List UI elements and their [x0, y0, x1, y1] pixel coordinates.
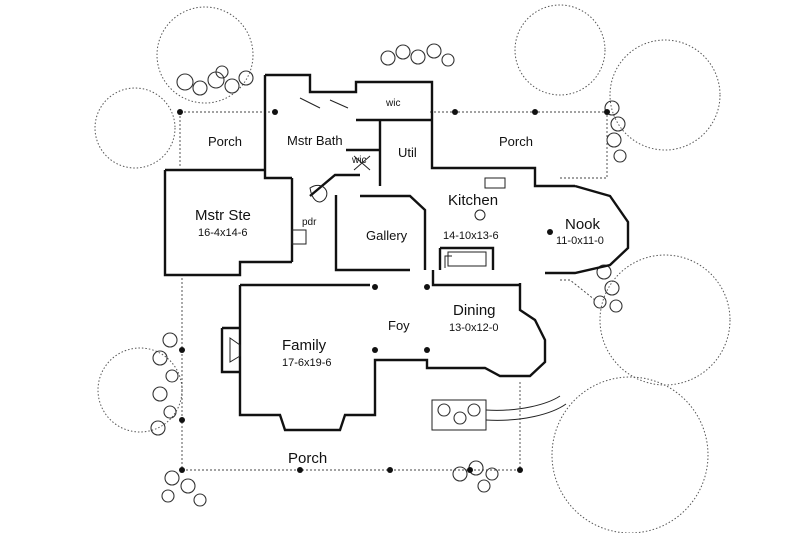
room-labels: Porch Mstr Bath wic wic Util Porch Mstr …	[195, 98, 604, 467]
label-wic-top: wic	[385, 98, 400, 109]
tree-bottom-left	[97, 347, 183, 433]
tree-top-left	[156, 6, 254, 104]
tree-top-right-b	[609, 39, 721, 151]
toilet-fixture	[291, 229, 307, 245]
bath-vanity-lines	[299, 97, 349, 109]
label-porch-right: Porch	[499, 134, 533, 149]
landscape-trees	[94, 4, 731, 533]
shrub-cluster-bottom-right	[452, 460, 499, 493]
label-mstr-bath: Mstr Bath	[287, 133, 343, 148]
label-gallery: Gallery	[366, 228, 408, 243]
label-kitchen: Kitchen	[448, 192, 498, 209]
shrub-cluster-left	[150, 332, 179, 436]
landscape-shrubs	[150, 43, 627, 507]
tub-fixture	[309, 184, 328, 203]
range-fixture	[484, 177, 506, 189]
tree-top-right-a	[514, 4, 606, 96]
label-util: Util	[398, 145, 417, 160]
tree-bottom-right	[551, 376, 709, 533]
label-kitchen-dim: 14-10x13-6	[443, 230, 499, 242]
label-dining-dim: 13-0x12-0	[449, 322, 499, 334]
label-porch-front: Porch	[288, 450, 327, 467]
label-mstr-ste-dim: 16-4x14-6	[198, 227, 248, 239]
kitchen-sink	[474, 209, 486, 221]
porch-railings	[179, 111, 608, 471]
label-family-dim: 17-6x19-6	[282, 357, 332, 369]
shrub-cluster-top-center	[380, 43, 455, 67]
tree-left	[94, 87, 176, 169]
label-wic-mid: wic	[351, 155, 366, 166]
label-pdr: pdr	[302, 217, 317, 228]
label-porch-left: Porch	[208, 134, 242, 149]
tree-right-mid	[599, 254, 731, 386]
porch-posts	[177, 109, 610, 473]
label-nook-dim: 11-0x11-0	[556, 235, 604, 247]
label-foy: Foy	[388, 318, 410, 333]
fixtures	[291, 97, 506, 268]
label-mstr-ste: Mstr Ste	[195, 207, 251, 224]
planter-bed	[431, 395, 567, 431]
walls	[163, 73, 630, 432]
shrub-cluster-top-left	[176, 65, 254, 96]
closet-hang-rod	[353, 155, 371, 171]
label-nook: Nook	[565, 216, 601, 233]
label-family: Family	[282, 337, 327, 354]
shrub-cluster-right-lower	[593, 264, 623, 313]
shrub-cluster-bottom-left	[161, 470, 207, 507]
kitchen-counter-detail	[444, 255, 452, 268]
label-dining: Dining	[453, 302, 496, 319]
